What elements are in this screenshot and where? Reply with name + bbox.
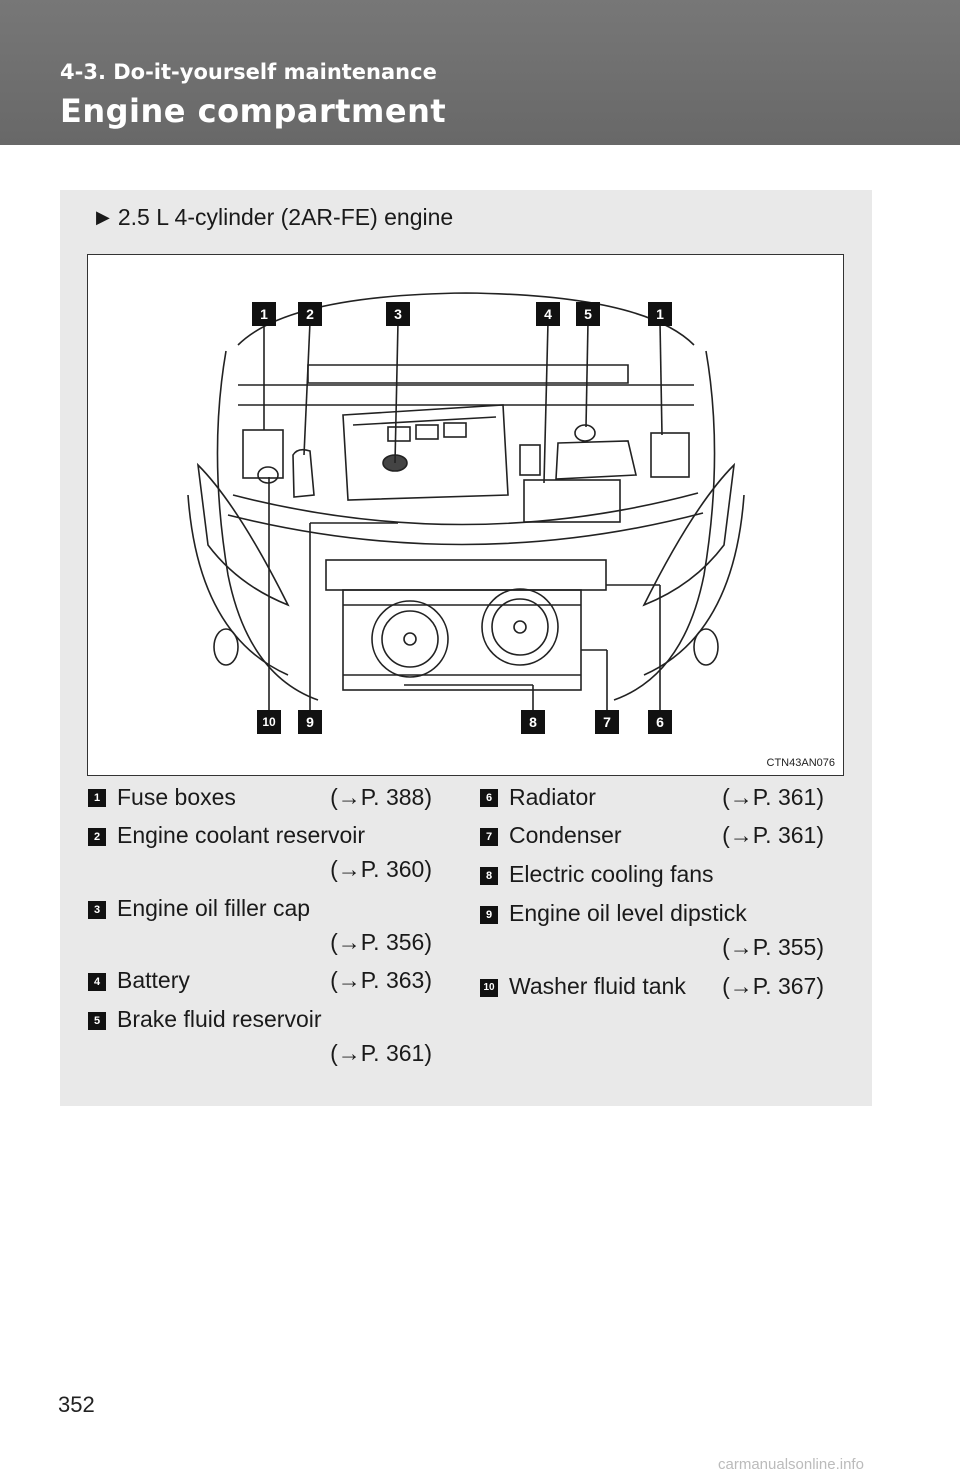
legend-number: 3: [88, 901, 106, 919]
callout-3: 3: [386, 302, 410, 326]
legend-label: Engine coolant reservoir: [117, 822, 366, 848]
legend-number: 6: [480, 789, 498, 807]
legend-label: Radiator: [509, 784, 596, 810]
legend-label: Engine oil level dipstick: [509, 900, 747, 926]
legend-label: Fuse boxes: [117, 784, 236, 810]
legend-ref: (→P. 388): [330, 784, 432, 810]
legend-ref: (→P. 363): [330, 967, 432, 993]
callout-9: 9: [298, 710, 322, 734]
legend-label: Brake fluid reservoir: [117, 1006, 322, 1032]
legend-number: 4: [88, 973, 106, 991]
footer-watermark: carmanualsonline.info: [718, 1456, 864, 1473]
engine-drawing: [187, 292, 745, 710]
legend-ref: (→P. 356): [330, 929, 432, 955]
legend-number: 10: [480, 979, 498, 997]
legend-number: 9: [480, 906, 498, 924]
legend-ref: (→P. 367): [722, 973, 824, 999]
legend-ref: (→P. 361): [722, 822, 824, 848]
callout-10: 10: [257, 710, 281, 734]
callout-1-right: 1: [648, 302, 672, 326]
figure-code: CTN43AN076: [766, 757, 835, 769]
legend-number: 1: [88, 789, 106, 807]
page-number: 352: [58, 1392, 95, 1417]
legend-ref: (→P. 355): [722, 934, 824, 960]
engine-illustration: 1 2 3 4 5 1 10 9 8 7 6 CTN43AN076: [87, 254, 844, 776]
legend-number: 7: [480, 828, 498, 846]
legend-number: 8: [480, 867, 498, 885]
callout-7: 7: [595, 710, 619, 734]
chapter-header: 4-3. Do-it-yourself maintenance Engine c…: [0, 0, 960, 145]
page-title: Engine compartment: [60, 92, 447, 130]
legend-ref: (→P. 361): [330, 1040, 432, 1066]
legend-label: Battery: [117, 967, 190, 993]
callout-6: 6: [648, 710, 672, 734]
callout-2: 2: [298, 302, 322, 326]
callout-4: 4: [536, 302, 560, 326]
legend-label: Washer fluid tank: [509, 973, 686, 999]
legend-label: Engine oil filler cap: [117, 895, 311, 921]
legend-number: 5: [88, 1012, 106, 1030]
legend-ref: (→P. 360): [330, 856, 432, 882]
legend-ref: (→P. 361): [722, 784, 824, 810]
legend-label: Condenser: [509, 822, 622, 848]
callout-5: 5: [576, 302, 600, 326]
legend-number: 2: [88, 828, 106, 846]
engine-heading-text: 2.5 L 4-cylinder (2AR-FE) engine: [117, 204, 454, 230]
triangle-bullet-icon: ▶: [96, 207, 110, 227]
legend-label: Electric cooling fans: [509, 861, 714, 887]
callout-1: 1: [252, 302, 276, 326]
engine-heading: ▶ 2.5 L 4-cylinder (2AR-FE) engine: [96, 204, 453, 231]
section-label: 4-3. Do-it-yourself maintenance: [60, 60, 437, 84]
callout-8: 8: [521, 710, 545, 734]
